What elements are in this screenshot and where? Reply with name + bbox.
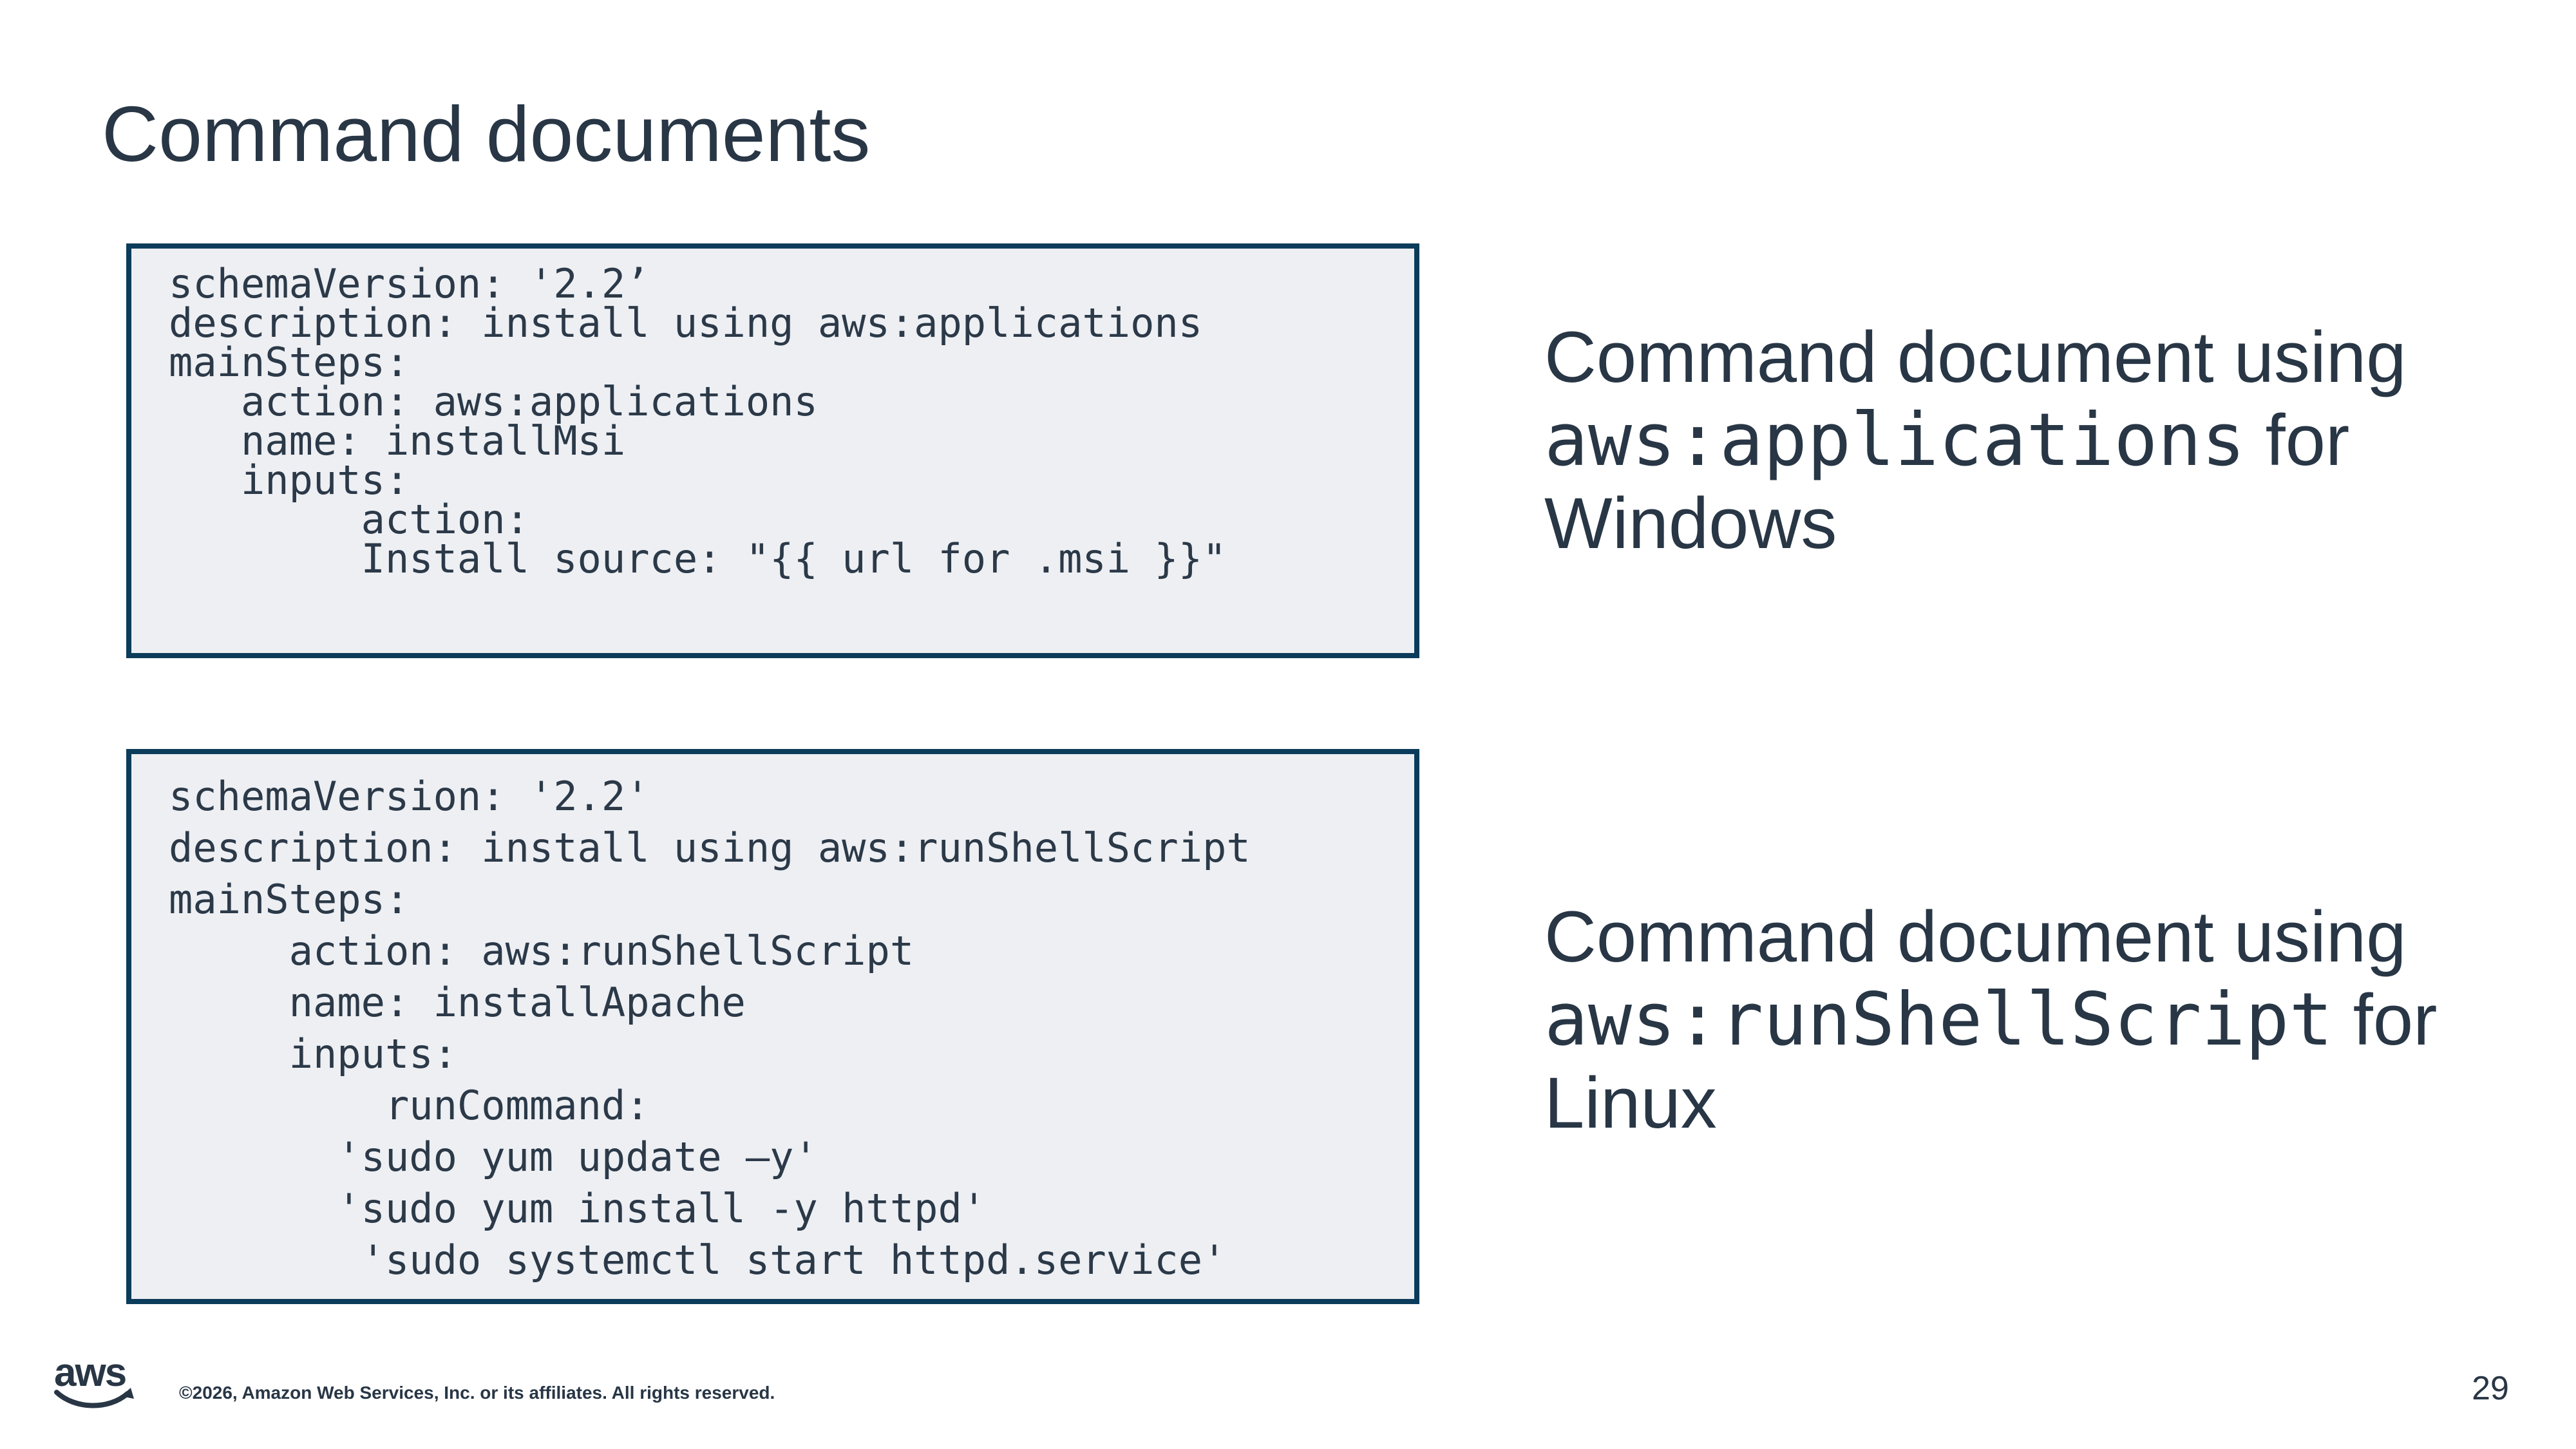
caption-windows-platform: Windows — [1544, 483, 1837, 564]
svg-text:aws: aws — [54, 1352, 126, 1395]
aws-logo: aws — [54, 1352, 134, 1408]
caption-linux-prefix: Command document using — [1544, 896, 2407, 977]
caption-linux-code: aws:runShellScript — [1544, 977, 2333, 1062]
caption-windows-prefix: Command document using — [1544, 317, 2407, 397]
slide-title: Command documents — [102, 90, 871, 178]
code-block-windows: schemaVersion: '2.2’ description: instal… — [126, 243, 1419, 658]
caption-windows: Command document using aws:applications … — [1544, 316, 2510, 565]
code-block-linux-text: schemaVersion: '2.2' description: instal… — [169, 773, 1251, 1283]
page-number: 29 — [2472, 1370, 2509, 1407]
caption-linux-suffix: for — [2333, 980, 2438, 1060]
caption-windows-code: aws:applications — [1544, 397, 2246, 482]
caption-windows-suffix: for — [2245, 400, 2350, 480]
code-block-linux: schemaVersion: '2.2' description: instal… — [126, 749, 1419, 1304]
footer-copyright: ©2026, Amazon Web Services, Inc. or its … — [179, 1383, 775, 1403]
code-block-windows-text: schemaVersion: '2.2’ description: instal… — [169, 260, 1227, 582]
caption-linux-platform: Linux — [1544, 1063, 1717, 1143]
caption-linux: Command document using aws:runShellScrip… — [1544, 895, 2510, 1144]
